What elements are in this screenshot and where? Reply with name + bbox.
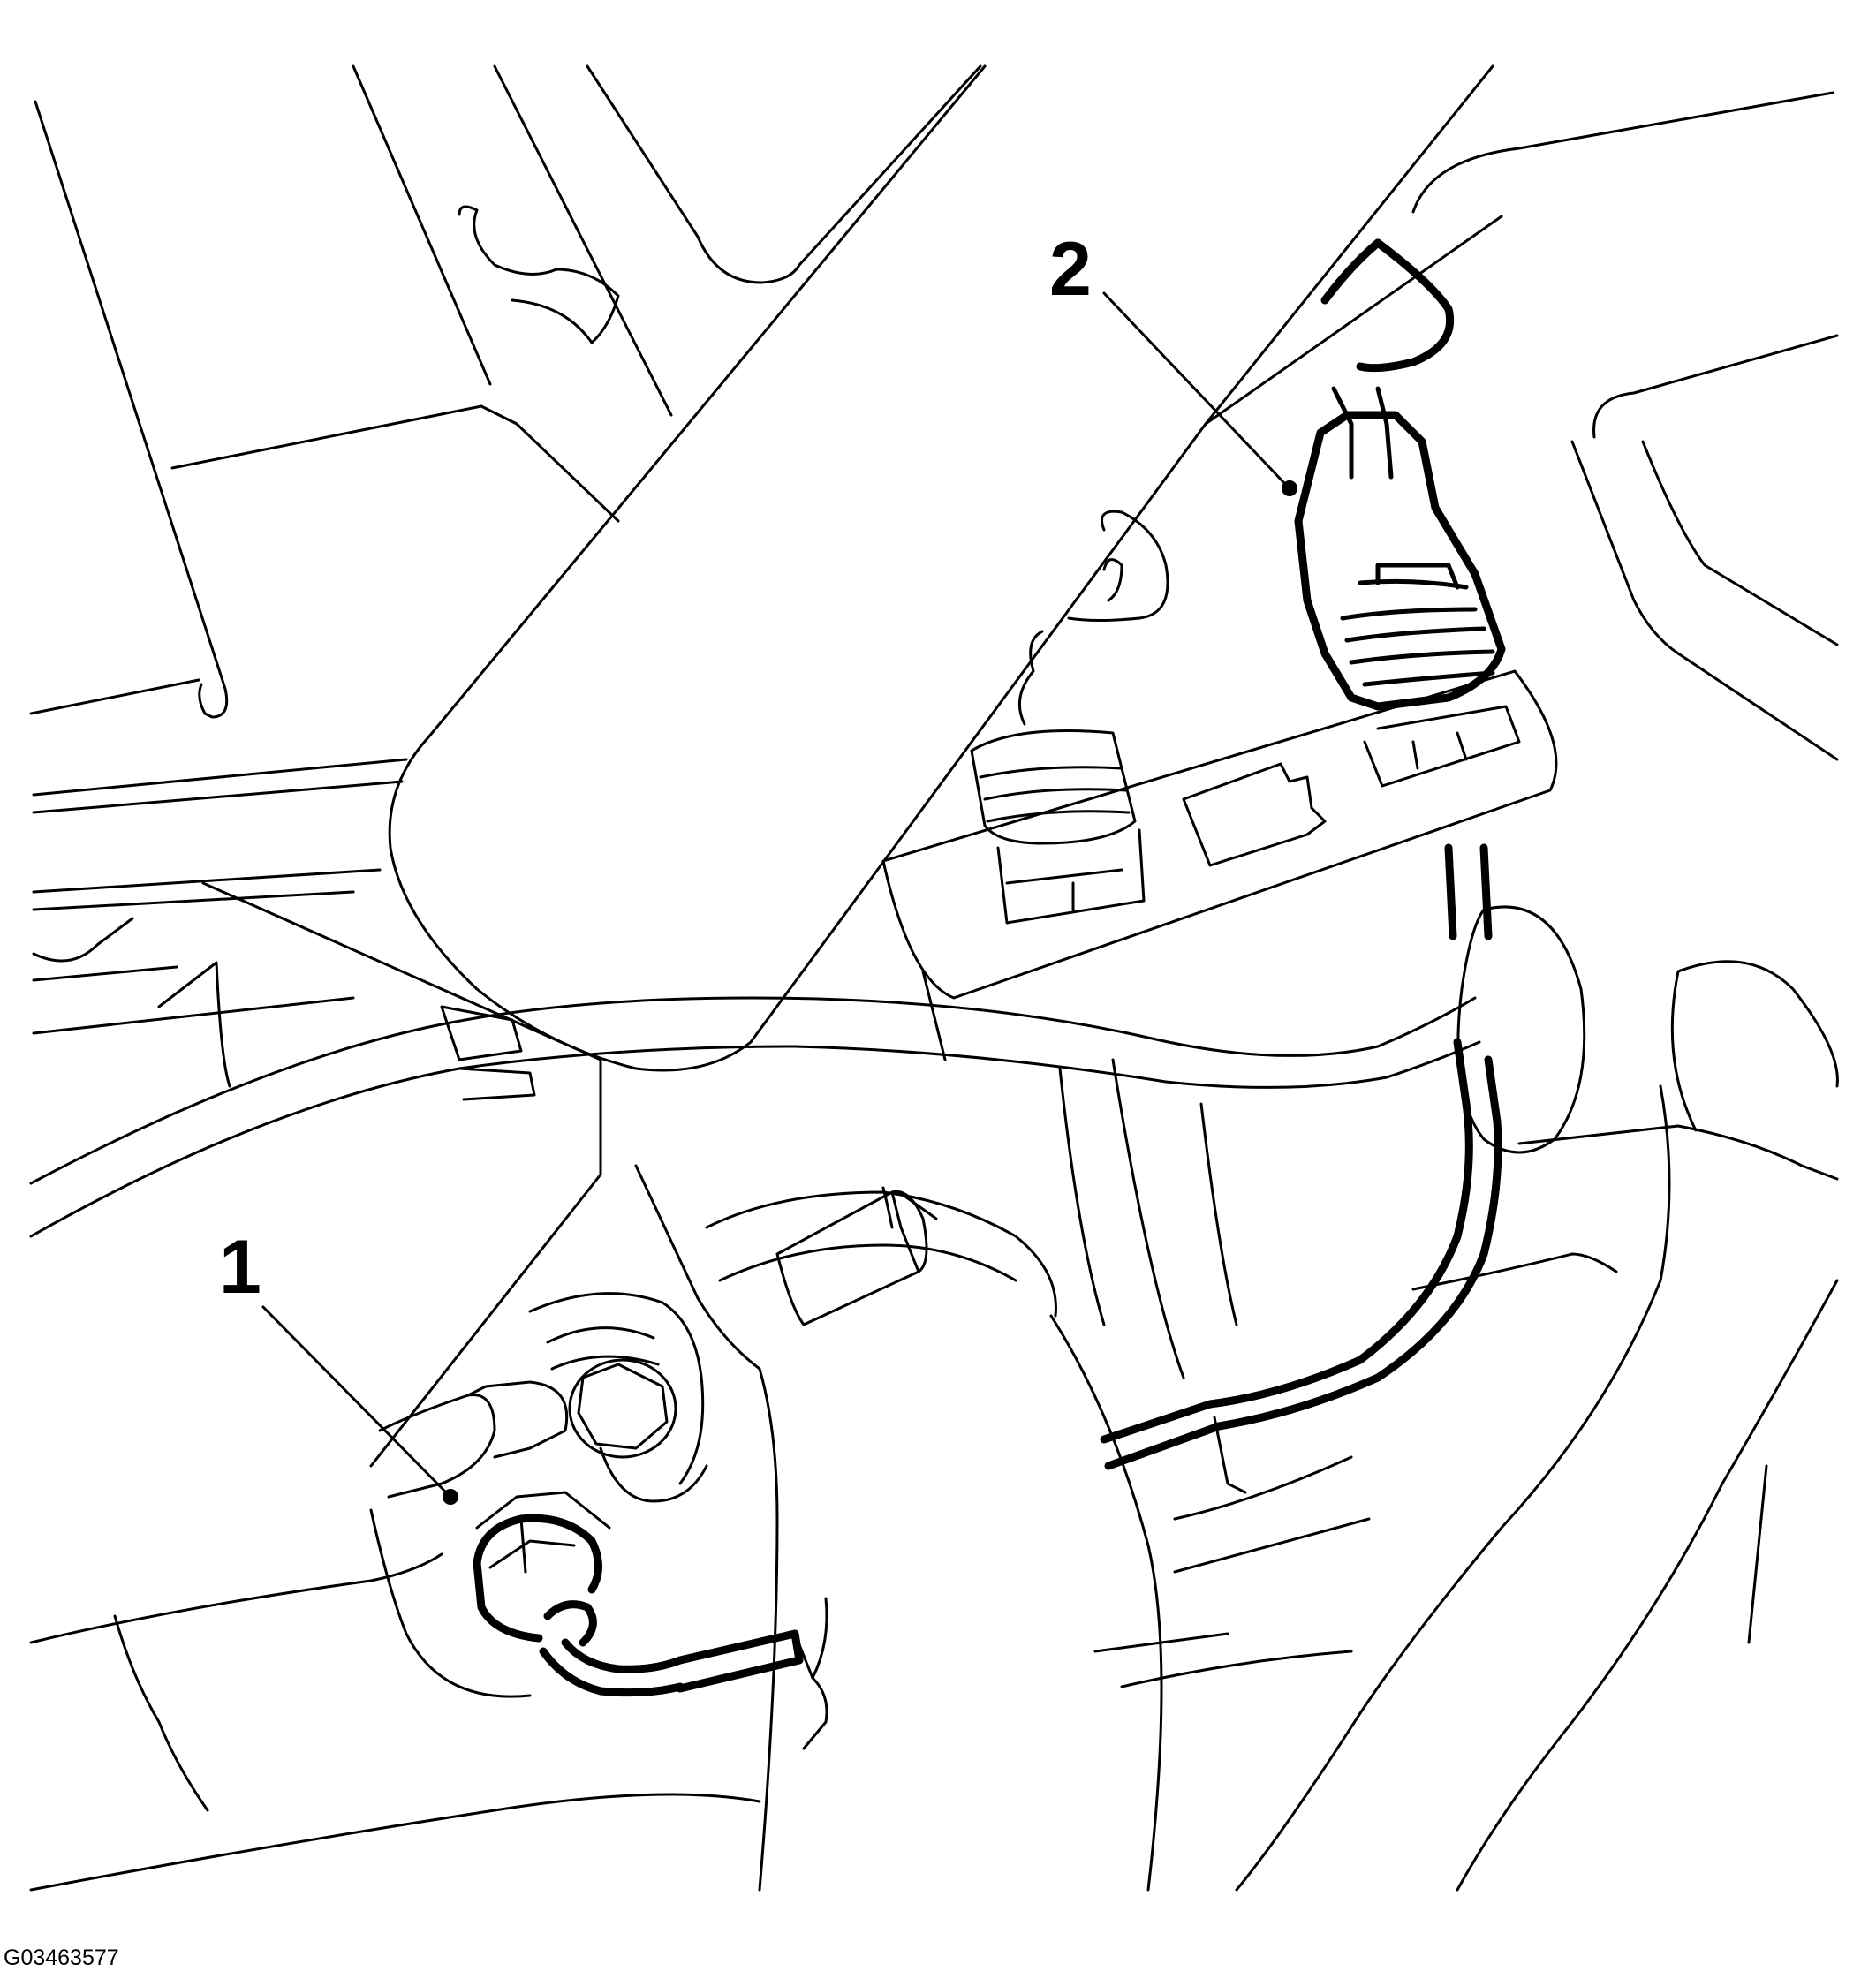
connector-2 [1294, 238, 1506, 711]
grommet [1456, 905, 1586, 1154]
lower-left-base [29, 1508, 828, 1892]
callout-2-label: 2 [1049, 227, 1092, 312]
figure-id: G03463577 [4, 1945, 119, 1970]
middle-socket [1182, 762, 1327, 867]
sensor-plate [881, 510, 1558, 1000]
leader-line-1 [261, 1305, 448, 1494]
leader-dot-2 [1282, 480, 1297, 496]
sensor-1-mount [378, 1292, 708, 1503]
leader-line-2 [1102, 291, 1287, 486]
leader-dot-1 [443, 1489, 458, 1505]
left-rail [32, 758, 536, 1101]
sensor-1 [473, 1491, 804, 1697]
hex-nut [568, 1358, 677, 1459]
lower-right-body [1058, 960, 1839, 1892]
callout-1-label: 1 [219, 1225, 261, 1310]
hose-clamp [775, 1190, 928, 1326]
background-panels [29, 64, 1839, 761]
left-connector [970, 729, 1137, 845]
coolant-hose [696, 1186, 1163, 1892]
wire-harness [29, 843, 1586, 1494]
main-housing [201, 64, 1503, 1468]
